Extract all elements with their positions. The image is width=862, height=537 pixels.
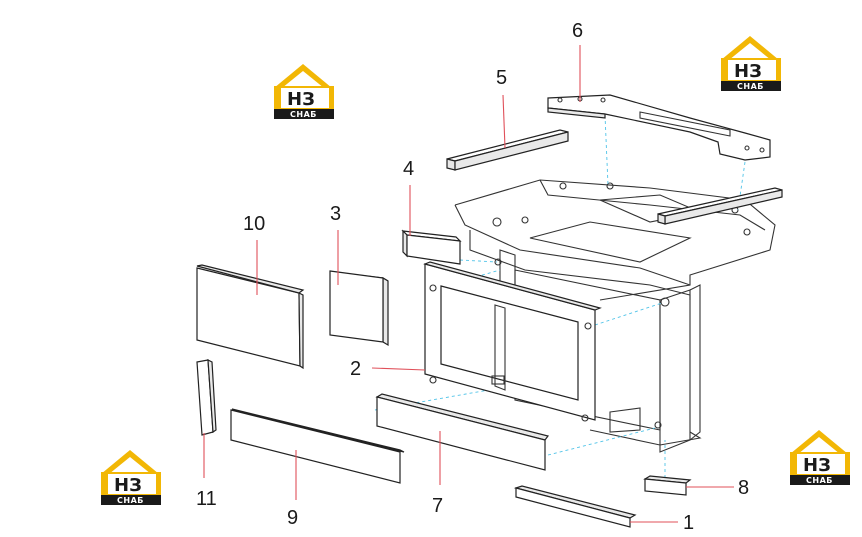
svg-text:НЗ: НЗ [287, 89, 315, 110]
watermark-logo: НЗ СНАБ [721, 36, 781, 91]
part-7-lower-bar [375, 393, 550, 471]
callout-1: 1 [683, 512, 694, 534]
svg-text:СНАБ: СНАБ [290, 110, 317, 119]
callout-2: 2 [350, 358, 361, 380]
callout-4: 4 [403, 158, 414, 180]
part-4-block [401, 229, 462, 265]
watermark-logo: НЗ СНАБ [790, 430, 850, 485]
svg-text:НЗ: НЗ [734, 61, 762, 82]
callout-10: 10 [243, 213, 265, 235]
callout-8: 8 [738, 477, 749, 499]
part-3-square-block [329, 270, 389, 347]
part-1-bottom-bar [513, 485, 637, 528]
svg-text:СНАБ: СНАБ [806, 476, 833, 485]
callout-6: 6 [572, 20, 583, 42]
part-8-small-block [643, 475, 692, 496]
watermark-logo: НЗ СНАБ [274, 64, 334, 119]
part-9-long-bar [230, 408, 405, 484]
callout-5: 5 [496, 67, 507, 89]
top-right-bar [657, 187, 783, 225]
watermark-logo: НЗ СНАБ [101, 450, 161, 505]
callout-11: 11 [196, 488, 217, 510]
part-6-top-plate [547, 94, 771, 161]
callout-labels: 6 5 4 3 10 2 11 9 7 8 1 [196, 20, 749, 534]
svg-text:НЗ: НЗ [803, 455, 831, 476]
callout-9: 9 [287, 507, 298, 529]
leader-lines [203, 45, 734, 523]
callout-7: 7 [432, 495, 443, 517]
part-2-frame-panel [423, 261, 602, 422]
svg-text:СНАБ: СНАБ [737, 82, 764, 91]
svg-text:СНАБ: СНАБ [117, 496, 144, 505]
svg-text:НЗ: НЗ [114, 475, 142, 496]
part-5-bar [446, 129, 569, 171]
callout-3: 3 [330, 203, 341, 225]
part-10-large-plate [196, 264, 305, 370]
part-11-thin-strip [196, 358, 217, 436]
